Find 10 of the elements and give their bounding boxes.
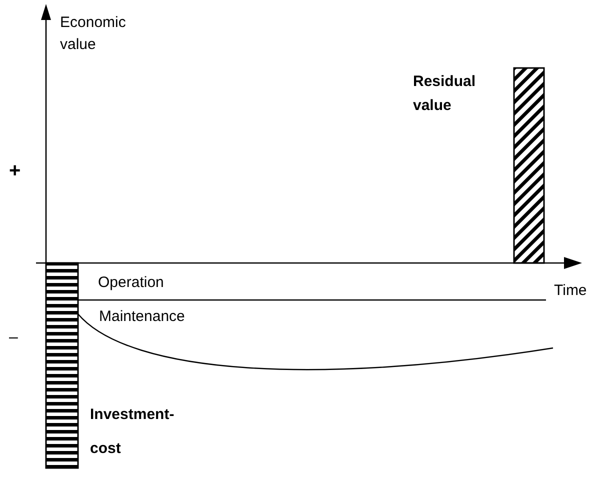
axis-label: Time [554, 281, 588, 301]
bar-label: Investment- cost [90, 405, 176, 459]
hatched-bar [513, 67, 545, 264]
bar-label: Residual value [413, 72, 477, 116]
axis-label: Economic value [60, 13, 127, 55]
sign-label: – [9, 328, 19, 348]
cost-label: Operation [98, 273, 165, 293]
hatched-bar [45, 262, 79, 469]
sign-label: + [9, 159, 22, 184]
cost-label: Maintenance [99, 307, 186, 327]
